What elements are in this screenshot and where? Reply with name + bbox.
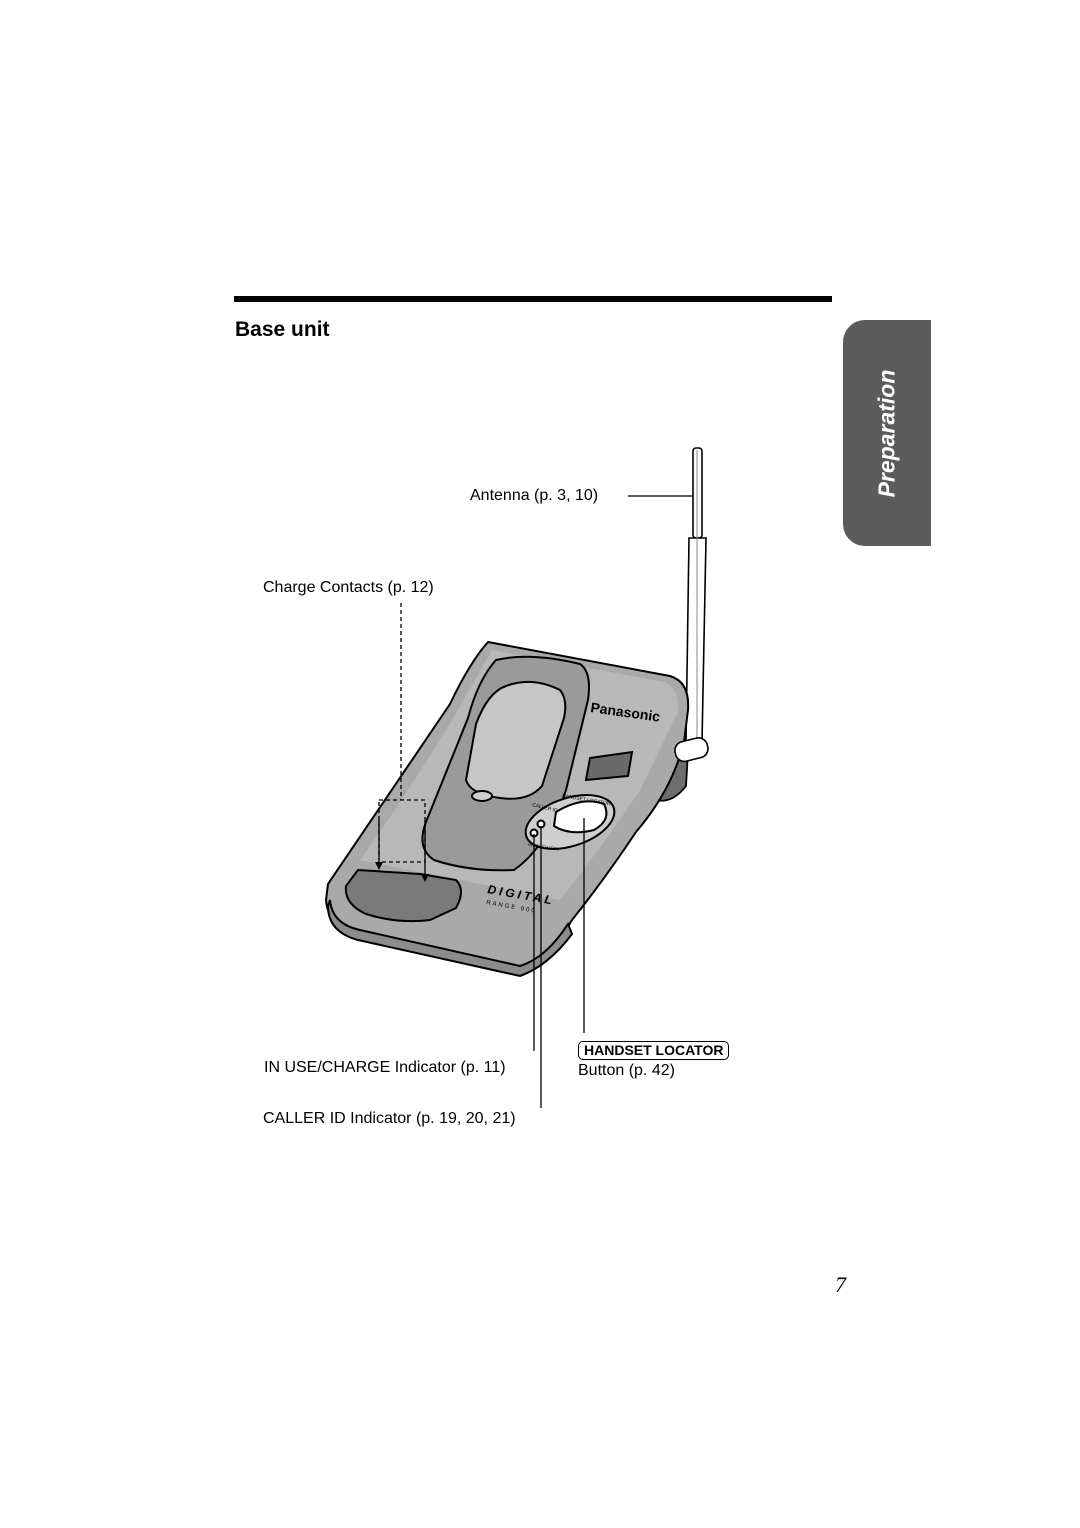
section-tab: Preparation: [843, 320, 931, 546]
section-rule: [234, 296, 832, 302]
callout-leaders: [378, 495, 693, 1108]
section-title: Base unit: [235, 318, 330, 341]
handset-locator-key: HANDSET LOCATOR: [578, 1041, 730, 1060]
arrow-head-right: [421, 874, 429, 882]
device-charge-mark: IN USE/CHARGE: [528, 842, 560, 851]
charge-contacts-label: Charge Contacts (p. 12): [263, 579, 434, 596]
antenna: [685, 447, 707, 743]
antenna-label: Antenna (p. 3, 10): [470, 487, 599, 504]
caller-id-label: CALLER ID Indicator (p. 19, 20, 21): [263, 1110, 516, 1127]
antenna-base: [674, 737, 709, 763]
arrow-head-left: [375, 862, 383, 870]
in-use-charge-label: IN USE/CHARGE Indicator (p. 11): [264, 1059, 506, 1076]
page-number: 7: [835, 1272, 846, 1297]
handset-locator-button-label: Button (p. 42): [578, 1062, 675, 1079]
base-body: [324, 640, 690, 978]
